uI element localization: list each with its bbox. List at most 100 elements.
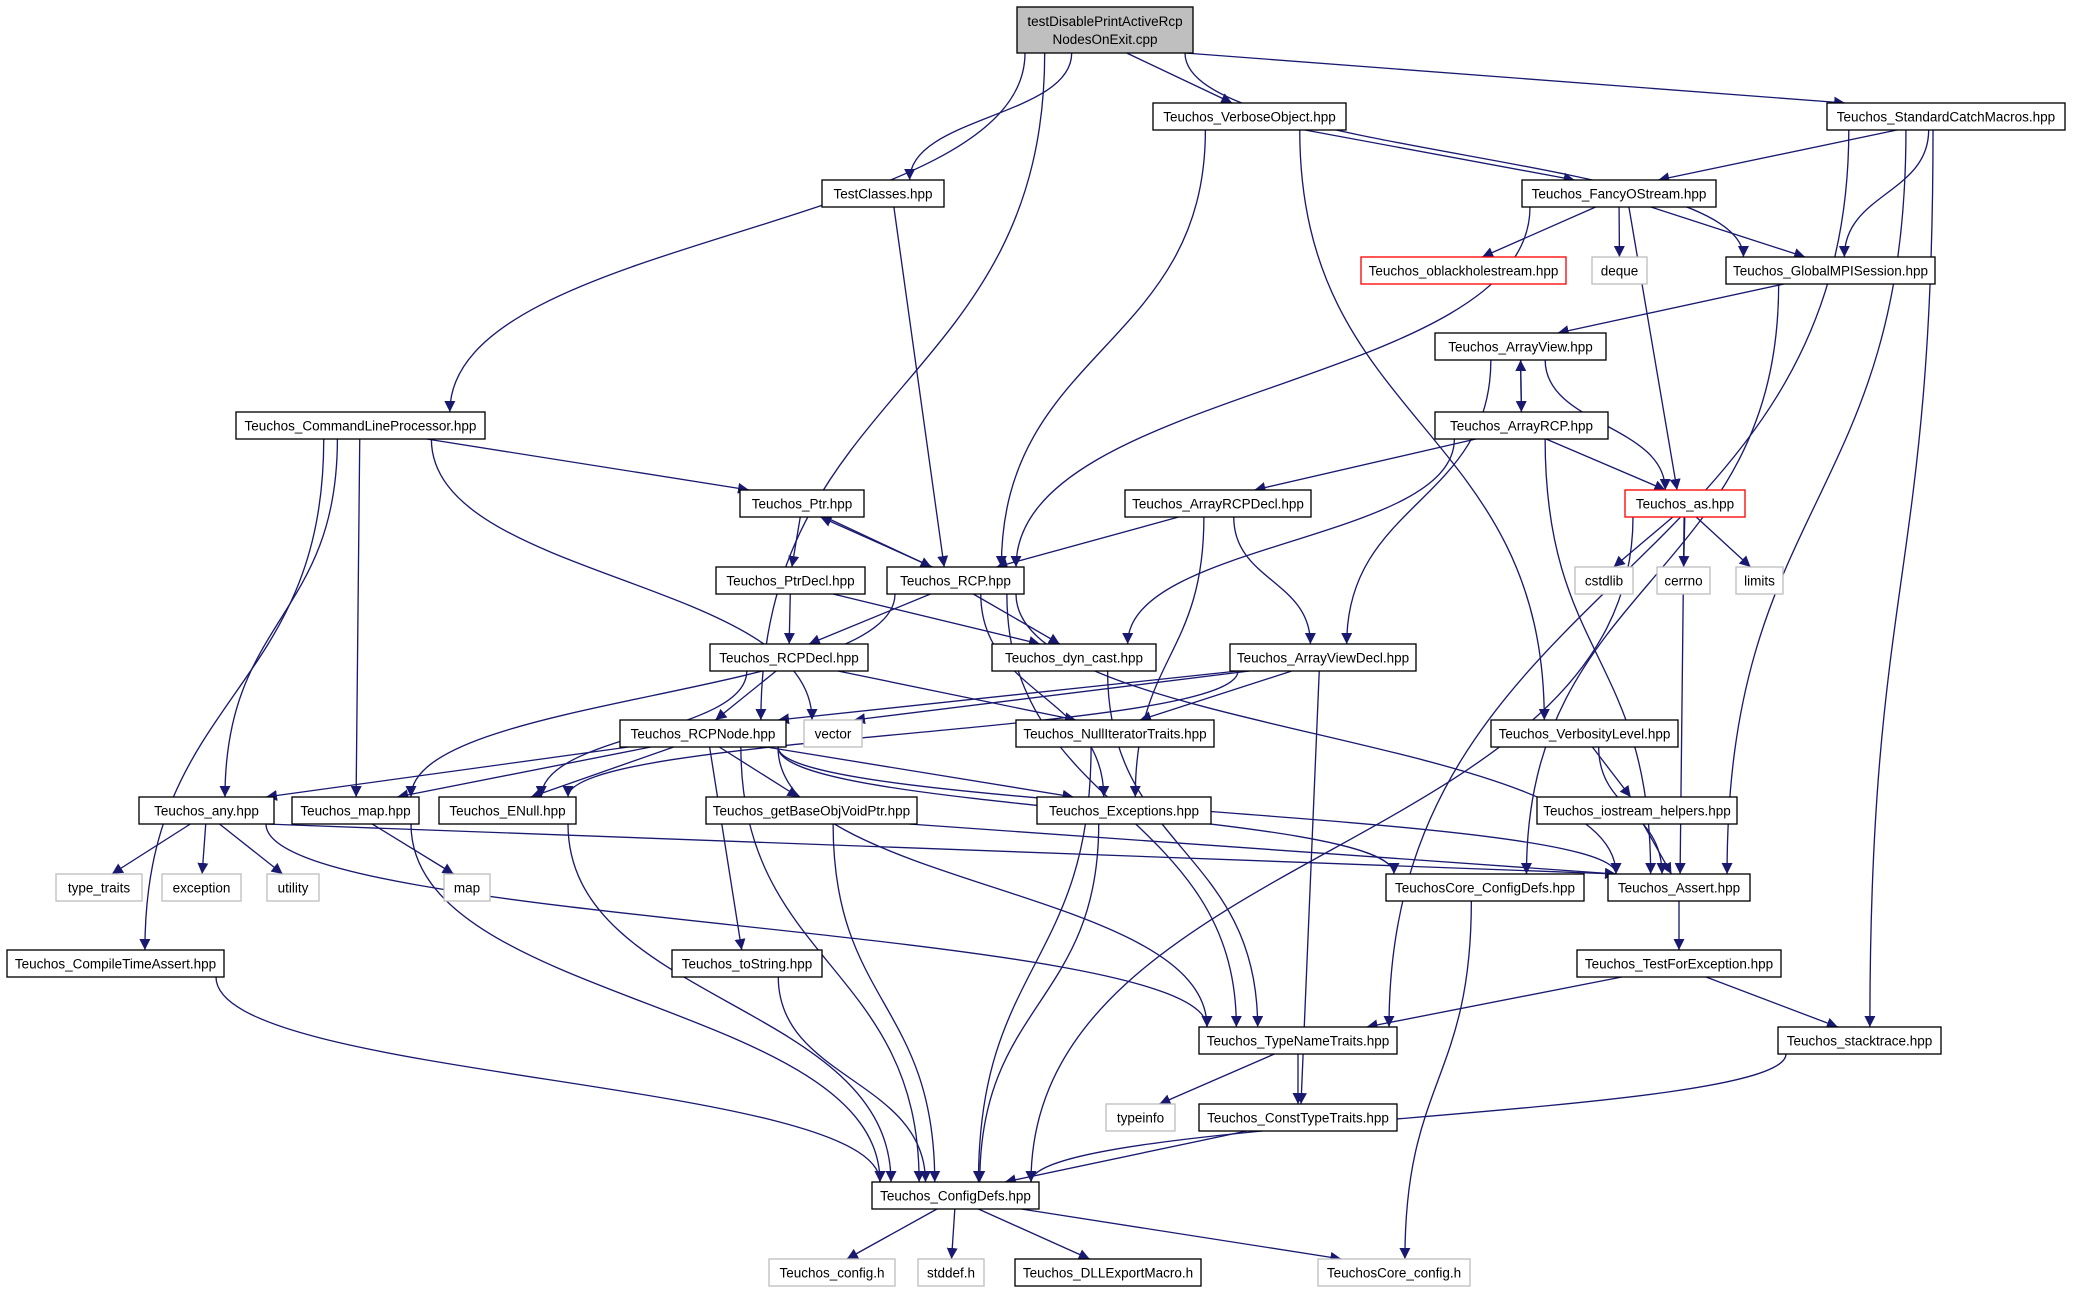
node-box [1152, 102, 1347, 131]
node-label: Teuchos_FancyOStream.hpp [1532, 187, 1707, 202]
node-box [138, 796, 275, 825]
node-label: Teuchos_oblackholestream.hpp [1369, 264, 1559, 279]
node-stddef: stddef.h [917, 1258, 985, 1287]
edge-root-to-rcpnode [755, 52, 1046, 721]
node-ptr[interactable]: Teuchos_Ptr.hpp [739, 489, 865, 518]
node-arrayrcpdecl[interactable]: Teuchos_ArrayRCPDecl.hpp [1124, 489, 1312, 518]
node-oblack[interactable]: Teuchos_oblackholestream.hpp [1360, 256, 1567, 285]
edge-verbose-to-verbosity [1299, 129, 1550, 721]
node-rcpdecl[interactable]: Teuchos_RCPDecl.hpp [709, 643, 869, 672]
node-typename[interactable]: Teuchos_TypeNameTraits.hpp [1198, 1026, 1398, 1055]
node-nulliter[interactable]: Teuchos_NullIteratorTraits.hpp [1015, 719, 1215, 748]
edge-rcpnode-to-any [265, 746, 629, 801]
node-any[interactable]: Teuchos_any.hpp [138, 796, 275, 825]
node-rcp[interactable]: Teuchos_RCP.hpp [886, 566, 1025, 595]
node-testforexc[interactable]: Teuchos_TestForException.hpp [1576, 949, 1782, 978]
edge-verbose-to-rcp [995, 129, 1207, 568]
node-configdefs[interactable]: Teuchos_ConfigDefs.hpp [871, 1181, 1040, 1210]
edge-testforexc-to-stacktrace [1705, 976, 1839, 1029]
node-box [1536, 796, 1738, 825]
node-label: TeuchosCore_ConfigDefs.hpp [1395, 881, 1575, 896]
edge-root-to-cmdline [444, 52, 1026, 413]
node-testclasses[interactable]: TestClasses.hpp [821, 179, 945, 208]
node-dllexport[interactable]: Teuchos_DLLExportMacro.h [1014, 1258, 1202, 1287]
node-label: Teuchos_TestForException.hpp [1585, 957, 1773, 972]
edge-cmdline-to-map [350, 438, 362, 798]
edge-arrayrcp-to-arrayrcpdecl [1254, 438, 1477, 493]
node-verbosity[interactable]: Teuchos_VerbosityLevel.hpp [1490, 719, 1679, 748]
node-box [917, 1258, 985, 1287]
node-arrayrcp[interactable]: Teuchos_ArrayRCP.hpp [1434, 411, 1609, 440]
node-fancy[interactable]: Teuchos_FancyOStream.hpp [1521, 179, 1717, 208]
node-label: Teuchos_iostream_helpers.hpp [1543, 804, 1731, 819]
edge-enull-to-configdefs [567, 823, 897, 1183]
node-arrayviewdecl[interactable]: Teuchos_ArrayViewDecl.hpp [1229, 643, 1417, 672]
node-dyncast[interactable]: Teuchos_dyn_cast.hpp [991, 643, 1157, 672]
node-label: Teuchos_CommandLineProcessor.hpp [245, 419, 477, 434]
node-verbose[interactable]: Teuchos_VerboseObject.hpp [1152, 102, 1347, 131]
node-cstdlib: cstdlib [1574, 566, 1634, 595]
node-label: Teuchos_TypeNameTraits.hpp [1207, 1034, 1390, 1049]
edge-map-to-configdefs [410, 823, 886, 1183]
node-stdcatch[interactable]: Teuchos_StandardCatchMacros.hpp [1826, 102, 2066, 131]
node-label: Teuchos_StandardCatchMacros.hpp [1837, 110, 2055, 125]
edge-arrayviewdecl-to-rcpnode [777, 670, 1239, 725]
node-stacktrace[interactable]: Teuchos_stacktrace.hpp [1777, 1026, 1942, 1055]
edge-configdefs-to-coreconfigh [1021, 1208, 1342, 1263]
node-cmdline[interactable]: Teuchos_CommandLineProcessor.hpp [235, 411, 486, 440]
edge-stdcatch-to-stacktrace [1864, 129, 1934, 1028]
node-configh: Teuchos_config.h [768, 1258, 896, 1287]
node-label: Teuchos_ConstTypeTraits.hpp [1207, 1111, 1389, 1126]
node-vector: vector [803, 719, 863, 748]
node-map[interactable]: Teuchos_map.hpp [291, 796, 420, 825]
node-label: Teuchos_any.hpp [154, 804, 259, 819]
node-assert[interactable]: Teuchos_Assert.hpp [1607, 873, 1751, 902]
edge-globalmpi-to-arrayview [1557, 283, 1785, 337]
edge-root-to-globalmpi [1184, 52, 1749, 258]
node-cta[interactable]: Teuchos_CompileTimeAssert.hpp [6, 949, 225, 978]
node-box [1317, 1258, 1471, 1287]
node-box [1036, 796, 1212, 825]
node-label: Teuchos_NullIteratorTraits.hpp [1023, 727, 1206, 742]
node-box [1015, 719, 1215, 748]
node-exception: exception [161, 873, 242, 902]
node-getbase[interactable]: Teuchos_getBaseObjVoidPtr.hpp [705, 796, 918, 825]
node-label: Teuchos_stacktrace.hpp [1787, 1034, 1933, 1049]
edge-rcpnode-to-exceptions [766, 746, 1074, 801]
node-ptrdecl[interactable]: Teuchos_PtrDecl.hpp [715, 566, 866, 595]
node-coreconfigdefs[interactable]: TeuchosCore_ConfigDefs.hpp [1385, 873, 1585, 902]
edge-fancy-to-oblack [1481, 206, 1596, 258]
node-box [1434, 332, 1607, 361]
node-box [1521, 179, 1717, 208]
node-box [671, 949, 823, 978]
edge-nulliter-to-configdefs [972, 746, 1092, 1183]
node-box [443, 873, 491, 902]
node-consttype[interactable]: Teuchos_ConstTypeTraits.hpp [1198, 1103, 1398, 1132]
node-globalmpi[interactable]: Teuchos_GlobalMPISession.hpp [1725, 256, 1936, 285]
node-exceptions[interactable]: Teuchos_Exceptions.hpp [1036, 796, 1212, 825]
node-label: testDisablePrintActiveRcp [1027, 14, 1182, 29]
node-enull[interactable]: Teuchos_ENull.hpp [438, 796, 577, 825]
edge-arrayrcp-to-assert [1544, 438, 1657, 875]
node-label: Teuchos_VerboseObject.hpp [1163, 110, 1336, 125]
edge-arrayviewdecl-to-enull [562, 670, 1239, 798]
edge-rcpnode-to-map [397, 746, 652, 801]
node-box [1490, 719, 1679, 748]
node-rcpnode[interactable]: Teuchos_RCPNode.hpp [619, 719, 787, 748]
node-box [1198, 1103, 1398, 1132]
edge-any-to-typetraits [111, 823, 191, 875]
node-box [715, 566, 866, 595]
node-label: Teuchos_RCP.hpp [900, 574, 1011, 589]
node-box [1656, 566, 1711, 595]
node-label: TeuchosCore_config.h [1327, 1266, 1461, 1281]
node-box [291, 796, 420, 825]
node-tostring[interactable]: Teuchos_toString.hpp [671, 949, 823, 978]
edge-as-to-limits [1695, 516, 1752, 568]
edge-ptr-to-ptrdecl [788, 516, 801, 568]
node-as[interactable]: Teuchos_as.hpp [1624, 489, 1746, 518]
edge-getbase-to-assert [908, 823, 1617, 879]
node-arrayview[interactable]: Teuchos_ArrayView.hpp [1434, 332, 1607, 361]
node-iohelpers[interactable]: Teuchos_iostream_helpers.hpp [1536, 796, 1738, 825]
edge-rcp-to-dyncast [972, 593, 1061, 645]
